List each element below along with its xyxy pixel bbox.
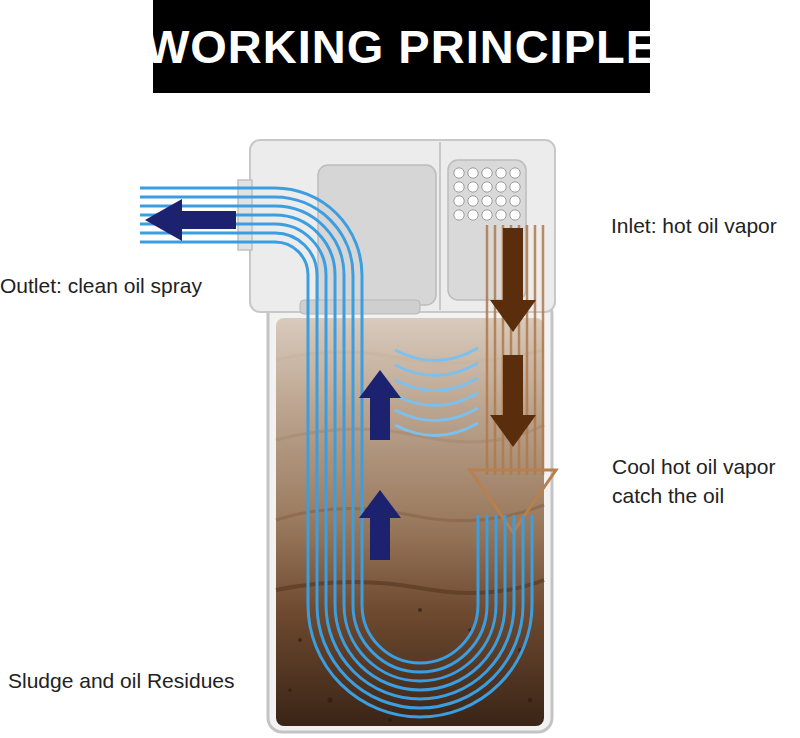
sludge-speckles-part xyxy=(298,638,302,642)
brown-vapor-lines-part xyxy=(534,225,537,475)
brown-down-arrows xyxy=(490,228,536,447)
sludge-speckles-part xyxy=(418,608,422,612)
blue-flow-lines-part xyxy=(140,242,532,717)
blue-flow-lines-part xyxy=(140,197,487,672)
callout-label: Outlet: clean oil spray xyxy=(0,271,240,300)
canister-cap-part xyxy=(439,142,441,310)
brown-vapor-lines-part xyxy=(494,225,497,475)
brown-vapor-lines xyxy=(487,225,543,475)
navy-flow-arrows-part xyxy=(145,199,236,241)
blue-cup-lines-part xyxy=(395,378,478,391)
title-banner: WORKING PRINCIPLE xyxy=(153,0,650,93)
callout-label: Sludge and oil Residues xyxy=(8,666,258,695)
navy-flow-arrows-part xyxy=(359,370,401,440)
navy-flow-arrows-part xyxy=(359,490,401,560)
blue-flow-lines xyxy=(140,188,532,717)
blue-cup-lines-part xyxy=(395,393,478,406)
callout-label: Cool hot oil vapor catch the oil xyxy=(612,452,798,510)
canister-cap-part xyxy=(452,166,522,222)
sludge-speckles-part xyxy=(528,698,532,702)
canister-jar xyxy=(268,300,552,732)
callout-label: Inlet: hot oil vapor xyxy=(611,211,800,240)
sludge-speckles-part xyxy=(328,698,333,703)
brown-down-arrows-part xyxy=(490,355,536,447)
brown-down-arrows-part xyxy=(490,228,536,332)
sludge-speckles-part xyxy=(388,718,392,722)
brown-vapor-lines-part xyxy=(542,225,545,475)
blue-cup-lines-part xyxy=(395,363,478,376)
title: WORKING PRINCIPLE xyxy=(145,19,658,74)
brown-vapor-lines-part xyxy=(486,225,489,475)
brown-vapor-lines-part xyxy=(526,225,529,475)
blue-cup-lines-part xyxy=(395,423,478,436)
blue-cup-lines-part xyxy=(395,408,478,421)
canister-jar-part xyxy=(268,300,552,732)
sludge-speckles-part xyxy=(288,688,292,692)
blue-cup-lines-part xyxy=(395,348,478,361)
navy-flow-arrows xyxy=(145,199,401,560)
blue-cup-lines xyxy=(395,348,478,436)
blue-flow-lines-part xyxy=(140,233,523,708)
